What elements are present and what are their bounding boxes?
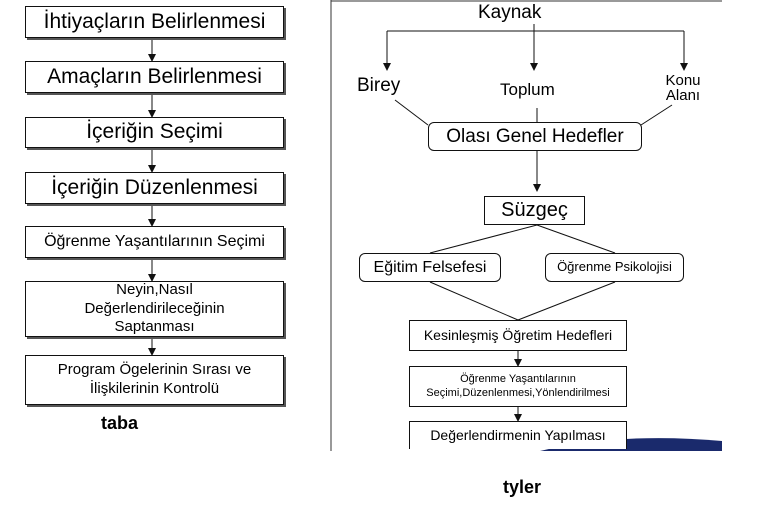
tyler-evaluation: Değerlendirmenin Yapılması (409, 421, 627, 449)
taba-step-6: Neyin,Nasıl Değerlendirileceğinin Saptan… (25, 281, 284, 337)
taba-step-1: İhtiyaçların Belirlenmesi (25, 6, 284, 38)
tyler-caption: tyler (503, 477, 542, 497)
taba-step-4: İçeriğin Düzenlenmesi (25, 172, 284, 204)
tyler-connectors (383, 24, 688, 422)
tyler-source-subject: Konu Alanı (665, 72, 701, 104)
tyler-source-individual: Birey (357, 75, 401, 96)
tyler-source: Kaynak (478, 2, 542, 23)
taba-step-7: Program Ögelerinin Sırası ve İlişkilerin… (25, 355, 284, 405)
tyler-source-society: Toplum (500, 80, 555, 99)
tyler-filter-psychology: Öğrenme Psikolojisi (545, 253, 684, 282)
tyler-experiences: Öğrenme Yaşantılarının Seçimi,Düzenlenme… (409, 366, 627, 407)
taba-step-2: Amaçların Belirlenmesi (25, 61, 284, 93)
tyler-filter: Süzgeç (484, 196, 585, 225)
tyler-specific-goals: Kesinleşmiş Öğretim Hedefleri (409, 320, 627, 351)
tyler-filter-philosophy: Eğitim Felsefesi (359, 253, 501, 282)
taba-step-3: İçeriğin Seçimi (25, 117, 284, 148)
tyler-general-goals: Olası Genel Hedefler (428, 122, 642, 151)
taba-caption: taba (101, 413, 139, 433)
taba-step-5: Öğrenme Yaşantılarının Seçimi (25, 226, 284, 258)
